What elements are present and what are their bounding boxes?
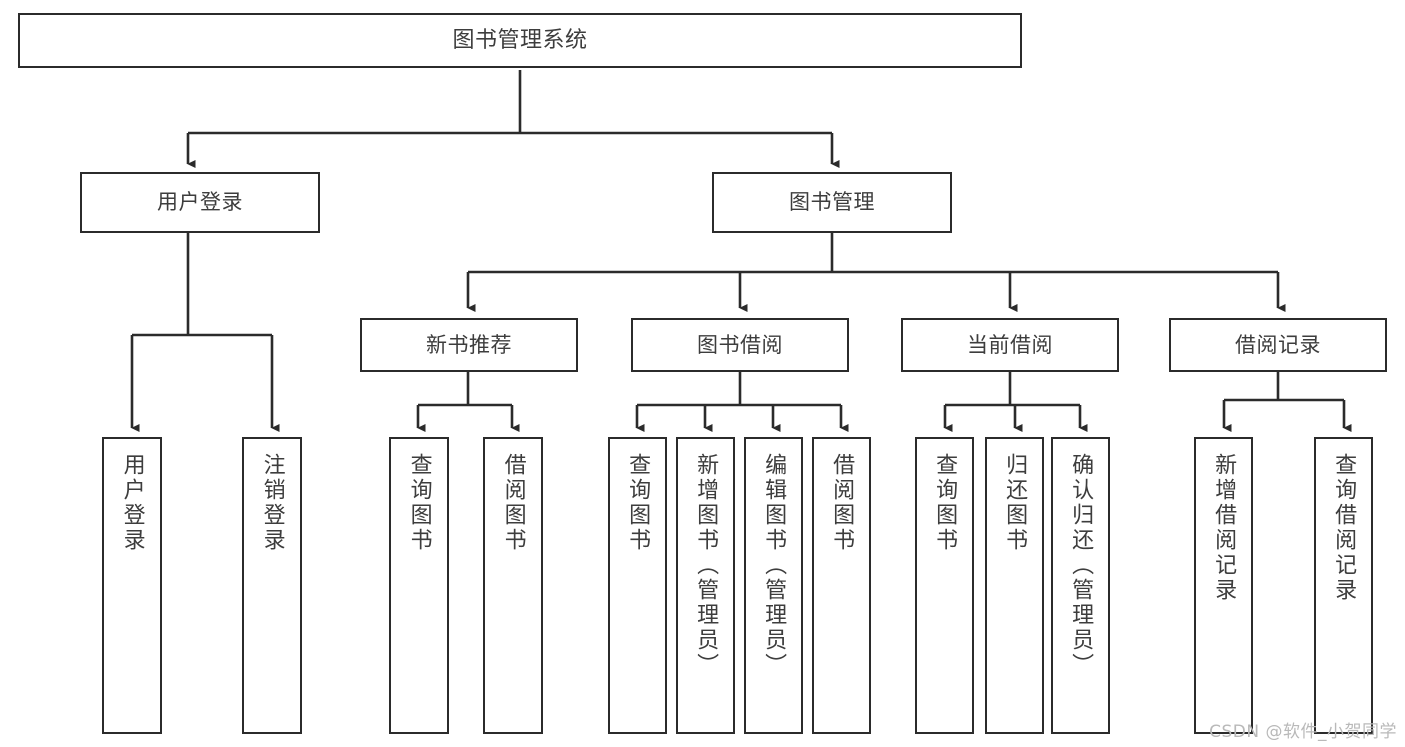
leaf-add-book[interactable]: 新增图书（管理员） — [676, 437, 735, 734]
leaf-query-book-1-label: 查询图书 — [406, 453, 432, 553]
leaf-query-book-2[interactable]: 查询图书 — [608, 437, 667, 734]
node-book-borrow-label: 图书借阅 — [697, 332, 783, 357]
node-book-borrow[interactable]: 图书借阅 — [631, 318, 849, 372]
leaf-confirm-return[interactable]: 确认归还（管理员） — [1051, 437, 1110, 734]
leaf-borrow-book-2-label: 借阅图书 — [829, 453, 855, 553]
leaf-query-book-2-label: 查询图书 — [625, 453, 651, 553]
node-book-manage-label: 图书管理 — [789, 190, 875, 215]
leaf-query-record[interactable]: 查询借阅记录 — [1314, 437, 1373, 734]
node-borrow-record[interactable]: 借阅记录 — [1169, 318, 1387, 372]
node-user-login-label: 用户登录 — [157, 190, 243, 215]
leaf-add-record-label: 新增借阅记录 — [1211, 453, 1237, 603]
leaf-query-book-3[interactable]: 查询图书 — [915, 437, 974, 734]
leaf-query-book-1[interactable]: 查询图书 — [389, 437, 449, 734]
node-root[interactable]: 图书管理系统 — [18, 13, 1022, 68]
node-new-book-recommend[interactable]: 新书推荐 — [360, 318, 578, 372]
leaf-add-book-label: 新增图书（管理员） — [693, 453, 719, 678]
leaf-user-login[interactable]: 用户登录 — [102, 437, 162, 734]
node-new-book-recommend-label: 新书推荐 — [426, 332, 512, 357]
node-current-borrow-label: 当前借阅 — [967, 332, 1053, 357]
leaf-borrow-book-2[interactable]: 借阅图书 — [812, 437, 871, 734]
leaf-query-record-label: 查询借阅记录 — [1331, 453, 1357, 603]
node-borrow-record-label: 借阅记录 — [1235, 332, 1321, 357]
leaf-user-login-label: 用户登录 — [119, 453, 145, 553]
node-root-label: 图书管理系统 — [452, 27, 588, 53]
leaf-borrow-book-1[interactable]: 借阅图书 — [483, 437, 543, 734]
leaf-logout-login-label: 注销登录 — [259, 453, 285, 553]
leaf-return-book[interactable]: 归还图书 — [985, 437, 1044, 734]
leaf-edit-book-label: 编辑图书（管理员） — [761, 453, 787, 678]
leaf-edit-book[interactable]: 编辑图书（管理员） — [744, 437, 803, 734]
node-book-manage[interactable]: 图书管理 — [712, 172, 952, 233]
leaf-return-book-label: 归还图书 — [1002, 453, 1028, 553]
node-current-borrow[interactable]: 当前借阅 — [901, 318, 1119, 372]
leaf-query-book-3-label: 查询图书 — [932, 453, 958, 553]
leaf-add-record[interactable]: 新增借阅记录 — [1194, 437, 1253, 734]
leaf-confirm-return-label: 确认归还（管理员） — [1068, 453, 1094, 678]
leaf-logout-login[interactable]: 注销登录 — [242, 437, 302, 734]
leaf-borrow-book-1-label: 借阅图书 — [500, 453, 526, 553]
node-user-login[interactable]: 用户登录 — [80, 172, 320, 233]
